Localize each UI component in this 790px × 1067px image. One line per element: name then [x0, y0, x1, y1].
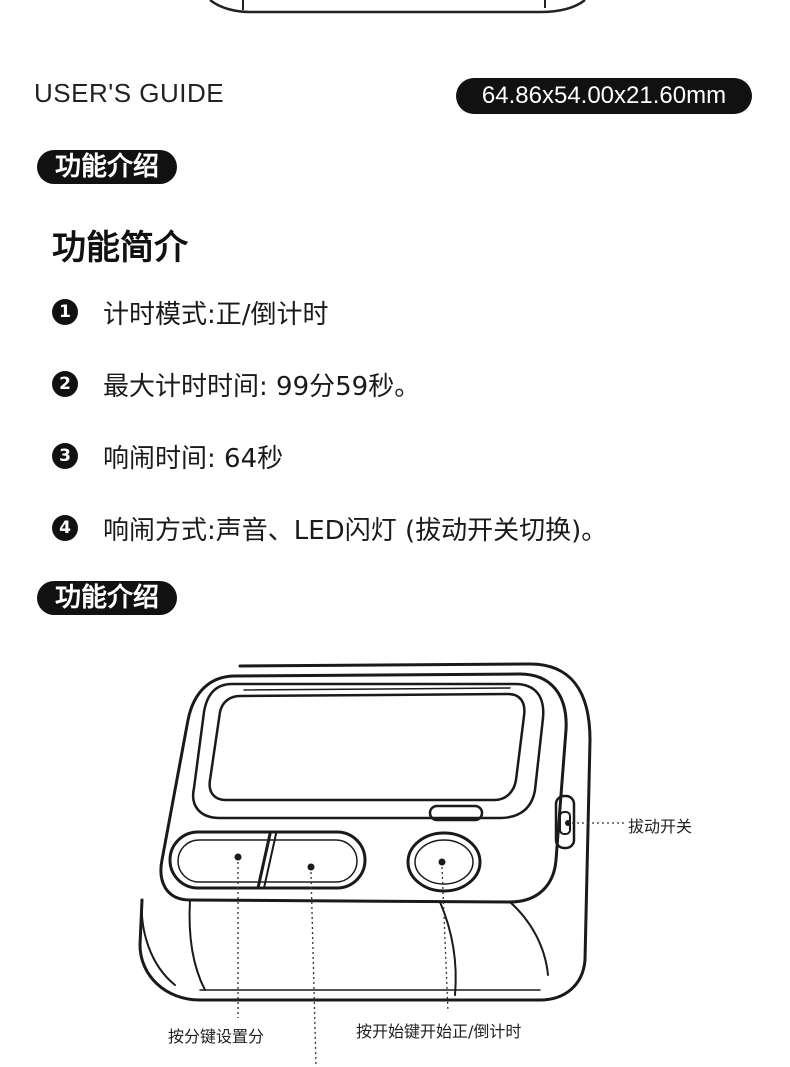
callout-start-key: 按开始键开始正/倒计时 — [356, 1022, 522, 1041]
dimensions-badge: 64.86x54.00x21.60mm — [456, 78, 752, 114]
list-item: 1 计时模式:正/倒计时 — [52, 294, 329, 330]
number-badge: 4 — [52, 515, 78, 541]
number-badge: 2 — [52, 371, 78, 397]
list-item: 3 响闹时间: 64秒 — [52, 438, 283, 474]
list-item-text: 响闹时间: 64秒 — [103, 443, 284, 474]
list-item: 2 最大计时时间: 99分59秒。 — [52, 366, 420, 402]
timer-device-diagram — [138, 662, 624, 1067]
users-guide-label: USER'S GUIDE — [34, 78, 225, 108]
list-item-text: 计时模式:正/倒计时 — [103, 299, 329, 330]
callout-minute-key: 按分键设置分 — [168, 1027, 265, 1046]
list-item-text: 最大计时时间: 99分59秒。 — [103, 371, 421, 402]
list-item-text: 响闹方式:声音、LED闪灯 (拔动开关切换)。 — [103, 515, 608, 546]
number-badge: 1 — [52, 299, 78, 325]
section-badge-features: 功能介绍 — [37, 150, 178, 184]
features-heading: 功能简介 — [52, 228, 188, 268]
callout-switch: 拔动开关 — [628, 817, 693, 836]
list-item: 4 响闹方式:声音、LED闪灯 (拔动开关切换)。 — [52, 510, 607, 546]
section-badge-diagram: 功能介绍 — [37, 581, 178, 615]
number-badge: 3 — [52, 443, 78, 469]
top-device-fragment — [209, 0, 586, 14]
